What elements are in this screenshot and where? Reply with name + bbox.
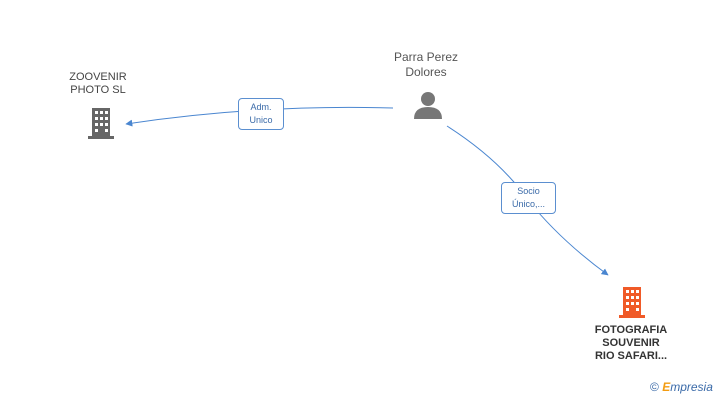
- edge-label-line1: Socio: [517, 186, 540, 196]
- node-person-label[interactable]: Parra Perez Dolores: [376, 50, 476, 80]
- node-person-line2: Dolores: [405, 65, 447, 79]
- edge-label-adm-unico[interactable]: Adm. Unico: [238, 98, 284, 130]
- brand-initial: E: [662, 380, 671, 394]
- brand-name: mpresia: [670, 380, 713, 394]
- person-icon[interactable]: [413, 90, 443, 120]
- node-fotografia-line3: RIO SAFARI...: [594, 350, 668, 362]
- node-zoovenir-label[interactable]: ZOOVENIR PHOTO SL: [48, 71, 148, 97]
- edge-label-line2: Único,...: [511, 199, 545, 209]
- building-icon-highlight[interactable]: [616, 285, 648, 319]
- empresia-watermark: © Empresia: [650, 380, 713, 394]
- copyright-icon: ©: [650, 380, 659, 394]
- edge-label-socio-unico[interactable]: Socio Único,...: [501, 182, 556, 214]
- building-icon[interactable]: [85, 106, 117, 140]
- node-fotografia-label[interactable]: FOTOGRAFIA SOUVENIR RIO SAFARI...: [579, 324, 683, 363]
- node-fotografia-line2: SOUVENIR: [602, 337, 660, 349]
- node-person-line1: Parra Perez: [393, 50, 459, 64]
- node-zoovenir-line2: PHOTO SL: [70, 84, 126, 96]
- edge-label-line1: Adm.: [250, 102, 272, 112]
- node-zoovenir-line1: ZOOVENIR: [69, 71, 127, 83]
- edge-label-line2: Unico: [249, 115, 273, 125]
- node-fotografia-line1: FOTOGRAFIA: [594, 324, 668, 336]
